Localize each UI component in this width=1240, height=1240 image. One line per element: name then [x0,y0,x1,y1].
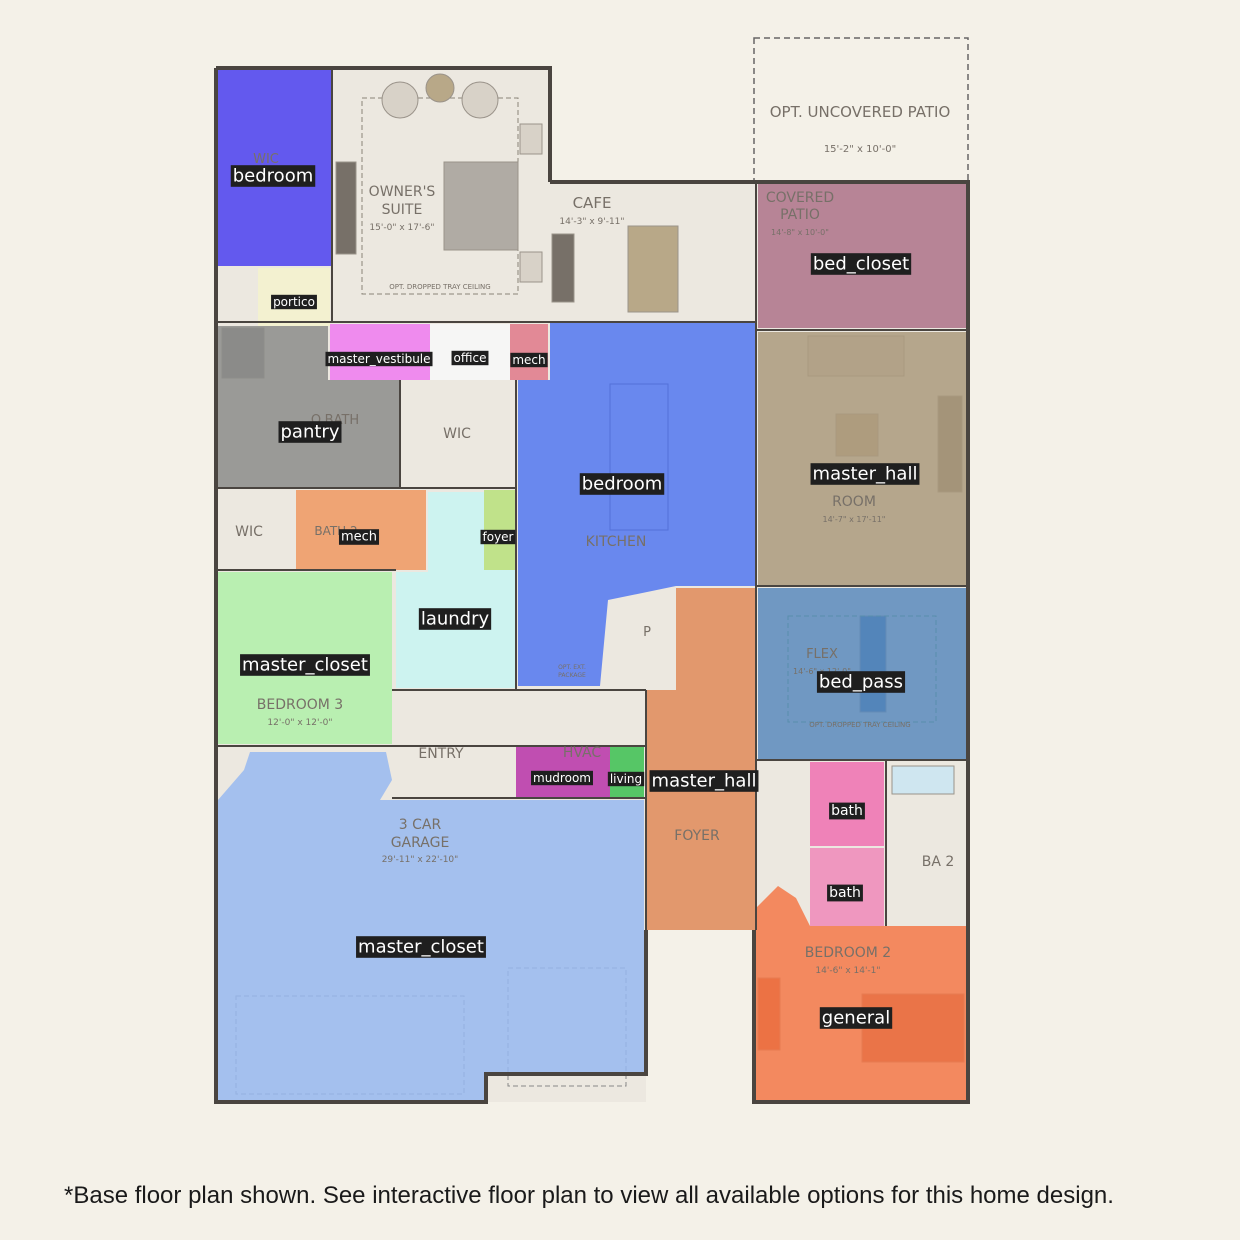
segment-bedroom-kitchen [518,322,756,686]
svg-text:office: office [454,351,487,365]
label-pantry: pantry [278,421,342,443]
opt-patio-label: OPT. UNCOVERED PATIO [770,103,951,121]
plan-kitchen: KITCHEN [586,534,647,550]
label-bedroom-upper-left: bedroom [230,165,316,187]
label-master-vestibule: master_vestibule [325,351,433,367]
segment-master-hall-foyer [646,588,756,930]
plan-wic-left: WIC [235,524,263,540]
plan-opt-ext-1: OPT. EXT. [558,664,586,671]
svg-text:master_vestibule: master_vestibule [327,352,430,366]
plan-flex-tray: OPT. DROPPED TRAY CEILING [809,721,910,729]
plan-wic-top: WIC [253,152,279,167]
label-portico: portico [271,294,317,310]
plan-foyer: FOYER [674,828,720,844]
svg-text:pantry: pantry [281,422,340,443]
label-bath-upper: bath [829,802,865,820]
svg-text:master_closet: master_closet [358,937,484,958]
svg-text:mudroom: mudroom [533,771,591,785]
label-master-closet-bedroom3: master_closet [240,654,370,676]
plan-garage-1: 3 CAR [399,817,442,833]
segment-labels: bedroom portico master_vestibule office … [230,165,920,1029]
plan-covered-patio-1: COVERED [766,190,834,206]
svg-text:bed_closet: bed_closet [813,254,909,275]
label-mech-bath: mech [338,529,380,545]
plan-garage-2: GARAGE [391,835,450,851]
svg-text:bedroom: bedroom [233,166,314,187]
segment-laundry [396,492,516,688]
room-segments [218,70,966,1100]
segment-general [756,886,966,1100]
plan-bedroom2-dim: 14'-6" x 14'-1" [815,966,880,976]
plan-owners-suite-1: OWNER'S [369,184,436,200]
svg-text:laundry: laundry [421,609,490,630]
footnote: *Base floor plan shown. See interactive … [64,1182,1114,1209]
svg-text:foyer: foyer [483,530,514,544]
plan-garage-dim: 29'-11" x 22'-10" [382,855,459,865]
plan-entry: ENTRY [418,746,464,762]
segment-mech-top [510,324,548,380]
svg-text:bath: bath [831,803,863,819]
plan-owners-suite-dim: 15'-0" x 17'-6" [369,223,434,233]
label-master-hall-gathering: master_hall [810,463,920,485]
segment-pantry [218,326,400,488]
plan-bedroom3: BEDROOM 3 [257,697,343,713]
label-mech-top: mech [510,352,548,368]
plan-owners-suite-2: SUITE [382,202,423,218]
svg-text:master_hall: master_hall [652,771,757,792]
plan-flex: FLEX [806,647,838,662]
label-bed-pass: bed_pass [816,671,906,693]
plan-bedroom3-dim: 12'-0" x 12'-0" [267,718,332,728]
label-bed-closet: bed_closet [810,253,912,275]
svg-text:general: general [822,1008,890,1029]
svg-text:master_closet: master_closet [242,655,368,676]
plan-gathering-dim: 14'-7" x 17'-11" [823,515,886,524]
svg-text:mech: mech [341,530,377,545]
svg-text:master_hall: master_hall [813,464,918,485]
label-foyer: foyer [480,529,516,545]
plan-tray-ceiling: OPT. DROPPED TRAY CEILING [389,283,490,291]
plan-cafe-dim: 14'-3" x 9'-11" [559,217,624,227]
opt-patio-dim: 15'-2" x 10'-0" [824,144,896,155]
svg-text:mech: mech [512,353,545,367]
label-laundry: laundry [418,608,492,630]
label-master-hall-foyer: master_hall [649,770,759,792]
svg-text:bed_pass: bed_pass [819,672,903,693]
plan-pantry-p: P [643,625,651,640]
plan-covered-patio-dim: 14'-8" x 10'-0" [771,228,829,237]
optional-patio: OPT. UNCOVERED PATIO 15'-2" x 10'-0" [753,37,969,183]
plan-opt-ext-2: PACKAGE [558,672,586,679]
plan-text: WIC OWNER'S SUITE 15'-0" x 17'-6" OPT. D… [235,152,954,976]
walls [214,66,970,1104]
label-mudroom: mudroom [531,770,593,786]
plan-covered-patio-2: PATIO [780,207,820,223]
plan-ba2: BA 2 [922,854,955,870]
label-bedroom-kitchen: bedroom [579,473,665,495]
plan-cafe: CAFE [573,194,612,212]
plan-bedroom2: BEDROOM 2 [805,945,891,961]
plan-wic-mid: WIC [443,426,471,442]
label-living: living [607,771,645,787]
label-office: office [451,350,489,366]
svg-text:bath: bath [829,885,861,901]
label-master-closet-garage: master_closet [356,936,486,958]
label-bath-lower: bath [827,884,863,902]
svg-text:bedroom: bedroom [582,474,663,495]
plan-hvac: HVAC [563,745,602,761]
segment-master-closet-garage [218,752,644,1100]
label-general: general [819,1007,893,1029]
plan-gathering-room: ROOM [832,494,876,510]
svg-text:portico: portico [273,295,315,309]
segment-master-hall-gathering [758,332,966,586]
svg-text:living: living [610,772,642,786]
